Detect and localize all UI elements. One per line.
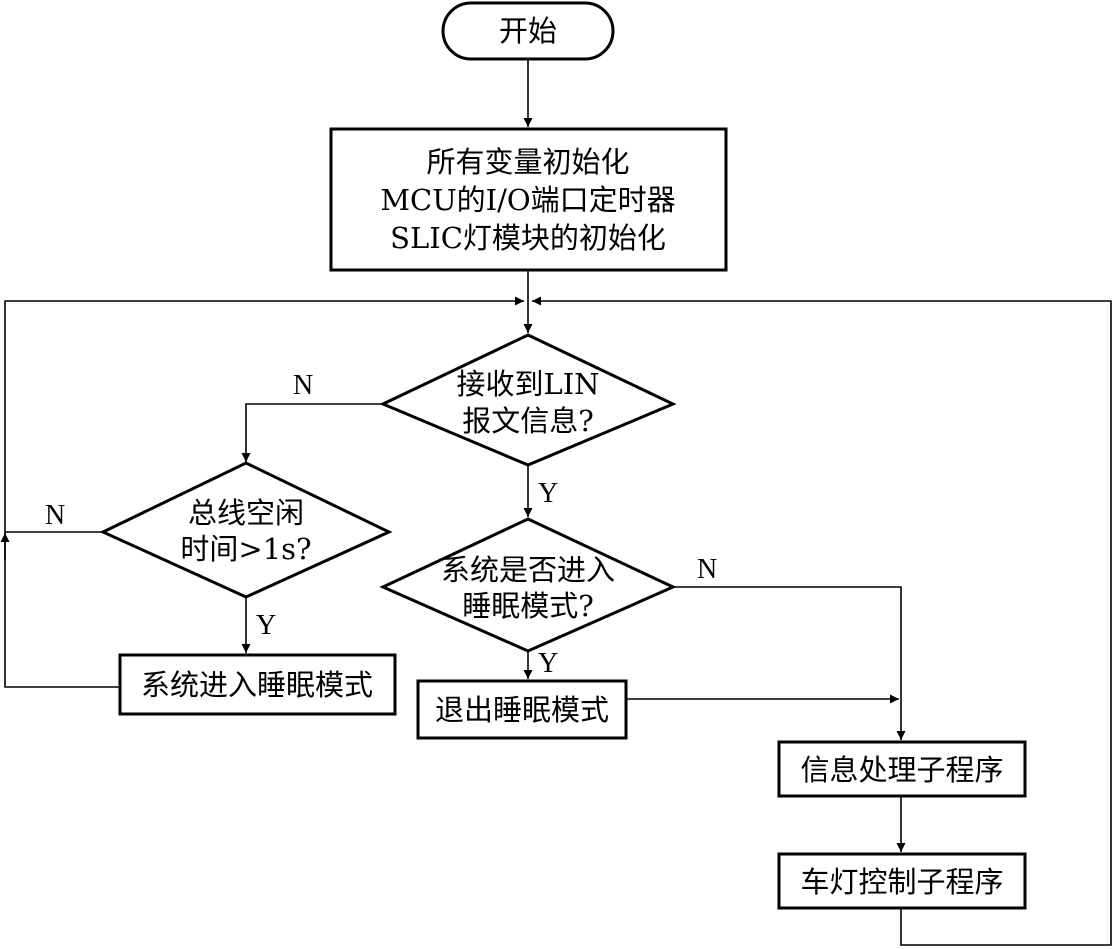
decision-sleep-line-2: 睡眠模式? — [462, 589, 594, 623]
label-lin-no: N — [293, 370, 313, 401]
label-sleep-yes: Y — [538, 648, 558, 679]
init-line-3: SLIC灯模块的初始化 — [390, 221, 666, 255]
start-terminal: 开始 — [441, 1, 615, 61]
decision-lin-line-1: 接收到LIN — [456, 367, 599, 401]
exit-sleep-label: 退出睡眠模式 — [435, 693, 609, 727]
decision-sleep-line-1: 系统是否进入 — [441, 553, 615, 587]
decision-sleep-mode: 系统是否进入 睡眠模式? — [379, 517, 677, 653]
arrow-lin-no-to-idle — [241, 403, 383, 462]
enter-sleep-process: 系统进入睡眠模式 — [118, 653, 397, 716]
start-label: 开始 — [499, 14, 557, 48]
enter-sleep-label: 系统进入睡眠模式 — [141, 668, 373, 702]
decision-idle-line-2: 时间>1s? — [180, 532, 311, 566]
lamp-control-label: 车灯控制子程序 — [800, 865, 1003, 899]
arrow-lamp-loop-back — [532, 296, 1112, 946]
init-line-1: 所有变量初始化 — [426, 145, 629, 179]
decision-lin-message: 接收到LIN 报文信息? — [379, 333, 677, 467]
decision-lin-line-2: 报文信息? — [462, 404, 594, 438]
init-process: 所有变量初始化 MCU的I/O端口定时器 SLIC灯模块的初始化 — [329, 127, 728, 272]
info-processing-label: 信息处理子程序 — [800, 753, 1003, 787]
decision-bus-idle: 总线空闲 时间>1s? — [99, 461, 393, 599]
connectors — [0, 59, 1112, 946]
exit-sleep-process: 退出睡眠模式 — [416, 679, 628, 740]
decision-idle-line-1: 总线空闲 — [188, 496, 304, 530]
arrow-sleep-no-to-info — [673, 586, 906, 740]
arrow-enter-sleep-loop-back — [4, 296, 524, 688]
init-line-2: MCU的I/O端口定时器 — [380, 183, 675, 217]
label-sleep-no: N — [697, 554, 717, 585]
label-idle-yes: Y — [256, 610, 276, 641]
info-processing-process: 信息处理子程序 — [777, 740, 1027, 798]
label-idle-no: N — [45, 500, 65, 531]
lamp-control-process: 车灯控制子程序 — [777, 852, 1027, 910]
branch-labels: N Y N Y N Y — [45, 370, 717, 679]
label-lin-yes: Y — [538, 478, 558, 509]
